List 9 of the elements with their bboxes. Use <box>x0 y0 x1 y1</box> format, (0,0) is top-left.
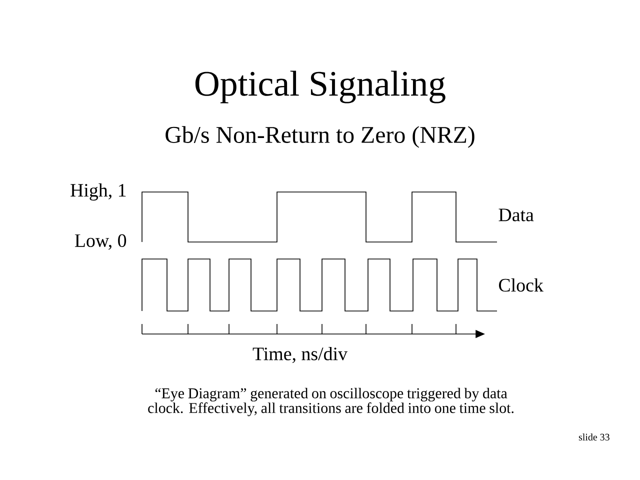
slide-number: slide 33 <box>578 433 610 440</box>
level-label: Low, 0 <box>74 234 126 250</box>
axis-label: Time, ns/div <box>252 346 348 363</box>
signal-label: Clock <box>498 278 544 292</box>
caption: “Eye Diagram” generated on oscilloscope triggered by data clock. Effectively, all transitions are folded into one time slot. <box>148 388 514 416</box>
subtitle: Gb/s Non-Return to Zero (NRZ) <box>166 126 474 148</box>
signal-label: Data <box>498 208 534 222</box>
level-label: High, 1 <box>70 183 126 201</box>
title: Optical Signaling <box>195 70 446 104</box>
